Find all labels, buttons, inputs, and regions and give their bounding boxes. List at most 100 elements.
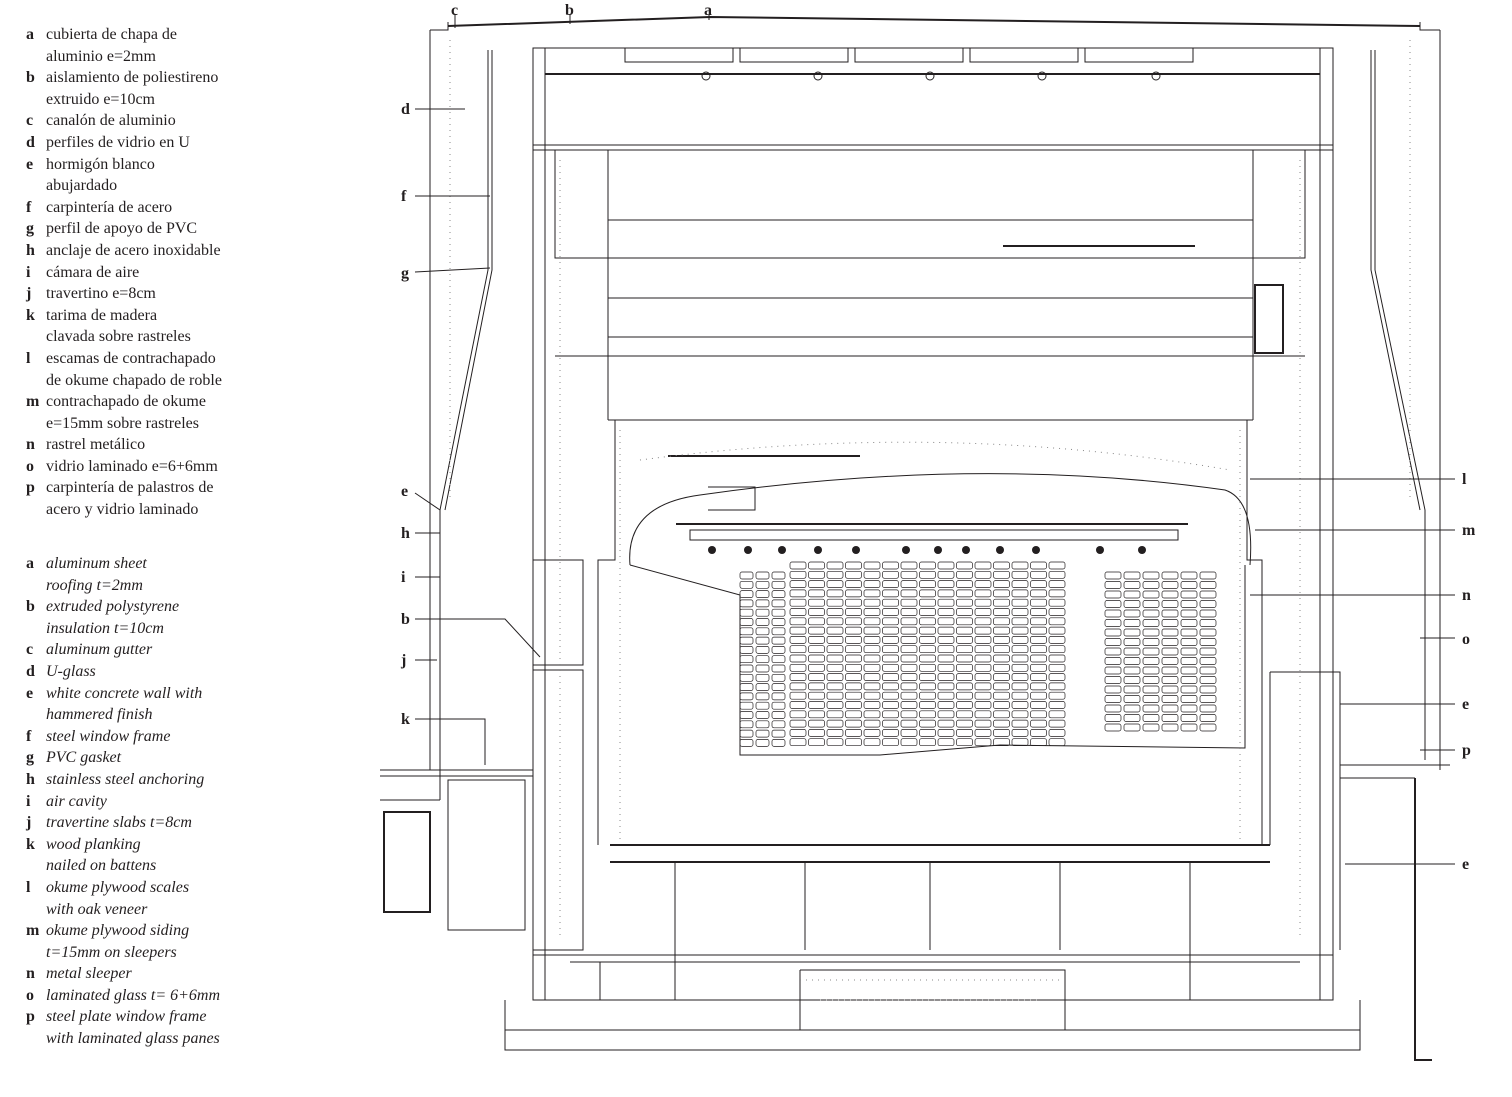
seat bbox=[1123, 695, 1141, 703]
seat bbox=[900, 673, 918, 681]
seat bbox=[882, 729, 899, 737]
seat bbox=[919, 645, 936, 654]
seat bbox=[882, 663, 899, 672]
seat bbox=[900, 589, 918, 598]
seat bbox=[1104, 666, 1122, 675]
seat bbox=[771, 664, 786, 673]
seat bbox=[739, 720, 754, 729]
seat bbox=[1161, 600, 1179, 608]
seat bbox=[900, 598, 918, 607]
legend-key: k bbox=[26, 835, 35, 853]
seat bbox=[919, 654, 936, 663]
seat bbox=[1048, 570, 1066, 579]
seat bbox=[771, 608, 786, 617]
seat bbox=[789, 654, 807, 663]
legend-text: PVC gasket bbox=[46, 749, 122, 767]
seat bbox=[845, 729, 862, 737]
seat bbox=[826, 654, 844, 663]
seat bbox=[1142, 714, 1160, 722]
seat bbox=[900, 617, 918, 626]
seat bbox=[900, 570, 918, 579]
seat bbox=[1180, 666, 1198, 675]
seat bbox=[739, 739, 754, 747]
seat bbox=[755, 608, 770, 617]
seat bbox=[993, 598, 1010, 607]
seat bbox=[789, 729, 807, 737]
legend-key: p bbox=[26, 479, 35, 497]
seat bbox=[1199, 600, 1217, 608]
seat bbox=[993, 608, 1010, 616]
seat bbox=[1161, 590, 1179, 599]
legend-key: p bbox=[26, 1008, 35, 1026]
seat bbox=[789, 663, 807, 672]
seat bbox=[1123, 581, 1141, 589]
legend-text: carpintería de palastros de acero y vidr… bbox=[46, 479, 214, 519]
seat bbox=[789, 645, 807, 654]
seat bbox=[1048, 636, 1066, 644]
legend-text: perfiles de vidrio en U bbox=[46, 133, 190, 151]
legend-key: a bbox=[26, 26, 34, 43]
seat bbox=[845, 608, 862, 616]
legend-text: aislamiento de poliestireno extruido e=1… bbox=[46, 69, 219, 108]
seat bbox=[882, 654, 899, 663]
legend-key: f bbox=[26, 727, 32, 745]
seat bbox=[826, 738, 844, 747]
seat bbox=[789, 580, 807, 588]
seat bbox=[882, 589, 899, 598]
seat bbox=[1048, 617, 1066, 626]
seat bbox=[739, 701, 754, 710]
seat bbox=[845, 636, 862, 644]
seat bbox=[1161, 676, 1179, 684]
seat bbox=[1048, 682, 1066, 691]
callout-right-n: n bbox=[1462, 587, 1471, 604]
seat bbox=[845, 617, 862, 626]
legend-item: k wood planking nailed on battens bbox=[26, 834, 266, 877]
seat bbox=[1199, 704, 1217, 713]
seat bbox=[1048, 580, 1066, 588]
seat bbox=[1180, 714, 1198, 722]
seat bbox=[755, 692, 770, 701]
seat bbox=[1011, 673, 1029, 681]
seat bbox=[956, 701, 973, 709]
seat bbox=[808, 589, 825, 598]
seat bbox=[900, 663, 918, 672]
seat bbox=[845, 673, 862, 681]
seat bbox=[739, 729, 754, 738]
seat bbox=[993, 719, 1010, 728]
callout-left-g: g bbox=[401, 265, 409, 282]
seat bbox=[1142, 704, 1160, 713]
legend-text: travertino e=8cm bbox=[46, 285, 156, 303]
seat bbox=[863, 608, 881, 616]
seat bbox=[900, 626, 918, 635]
seat bbox=[993, 589, 1010, 598]
seat bbox=[739, 599, 754, 608]
seat bbox=[1104, 657, 1122, 665]
seat bbox=[1161, 723, 1179, 732]
callout-right-l: l bbox=[1462, 471, 1467, 488]
seat bbox=[1199, 657, 1217, 665]
seat bbox=[974, 691, 992, 700]
seat bbox=[1030, 617, 1047, 626]
seat bbox=[1048, 738, 1066, 747]
seat bbox=[771, 618, 786, 626]
legend-text: steel window frame bbox=[46, 727, 171, 745]
seat bbox=[1180, 676, 1198, 684]
legend-text: wood planking nailed on battens bbox=[46, 835, 157, 875]
seat bbox=[882, 738, 899, 747]
seat bbox=[956, 710, 973, 719]
seat bbox=[1161, 657, 1179, 665]
callout-labels: c b a d f g e h i b j k l m n o e p e bbox=[400, 2, 1476, 873]
seat bbox=[937, 738, 955, 747]
seat bbox=[808, 636, 825, 644]
seat bbox=[1011, 729, 1029, 737]
seat bbox=[937, 673, 955, 681]
seat bbox=[755, 599, 770, 608]
seat bbox=[919, 626, 936, 635]
